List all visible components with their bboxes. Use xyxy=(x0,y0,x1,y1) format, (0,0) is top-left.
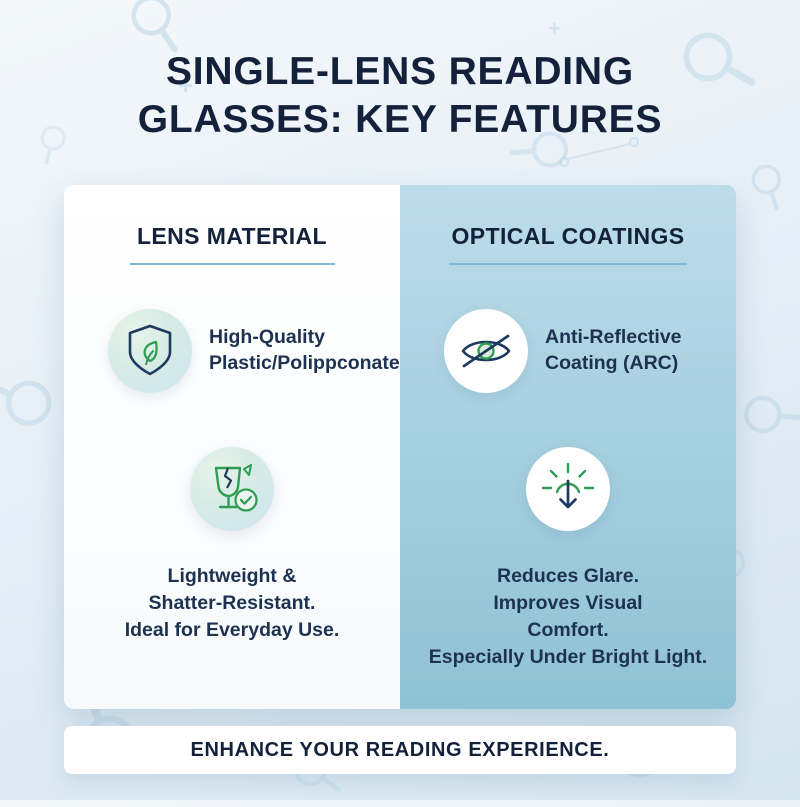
features-card: LENS MATERIAL High-Quality Plastic/Polip… xyxy=(64,185,736,709)
anti-reflective-eye-icon xyxy=(444,309,528,393)
header: SINGLE-LENS READING GLASSES: KEY FEATURE… xyxy=(0,48,800,143)
page-title: SINGLE-LENS READING GLASSES: KEY FEATURE… xyxy=(137,50,663,141)
column-optical-coatings: OPTICAL COATINGS Anti-Reflective Coating… xyxy=(400,185,736,709)
column-heading: OPTICAL COATINGS xyxy=(451,223,685,249)
feature-text: Reduces Glare. Improves Visual Comfort. … xyxy=(428,565,708,668)
shield-leaf-icon xyxy=(108,309,192,393)
feature-item: Anti-Reflective Coating (ARC) xyxy=(400,309,736,393)
feature-text: Anti-Reflective Coating (ARC) xyxy=(545,326,682,374)
magnifier-icon xyxy=(751,164,782,211)
feature-item: High-Quality Plastic/Polippconate xyxy=(64,309,400,393)
heading-underline xyxy=(449,263,687,265)
footer-text: ENHANCE YOUR READING EXPERIENCE. xyxy=(190,738,610,761)
footer-banner: ENHANCE YOUR READING EXPERIENCE. xyxy=(64,726,736,774)
feature-text: High-Quality Plastic/Polippconate xyxy=(209,326,400,374)
column-heading: LENS MATERIAL xyxy=(136,223,328,249)
plus-decor-icon: + xyxy=(548,16,561,41)
magnifier-icon xyxy=(0,379,52,426)
heading-underline xyxy=(129,263,335,265)
shatterproof-check-icon xyxy=(190,447,274,531)
glare-reduction-sun-icon xyxy=(526,447,610,531)
column-lens-material: LENS MATERIAL High-Quality Plastic/Polip… xyxy=(64,185,400,709)
feature-text: Lightweight & Shatter-Resistant. Ideal f… xyxy=(124,565,340,641)
